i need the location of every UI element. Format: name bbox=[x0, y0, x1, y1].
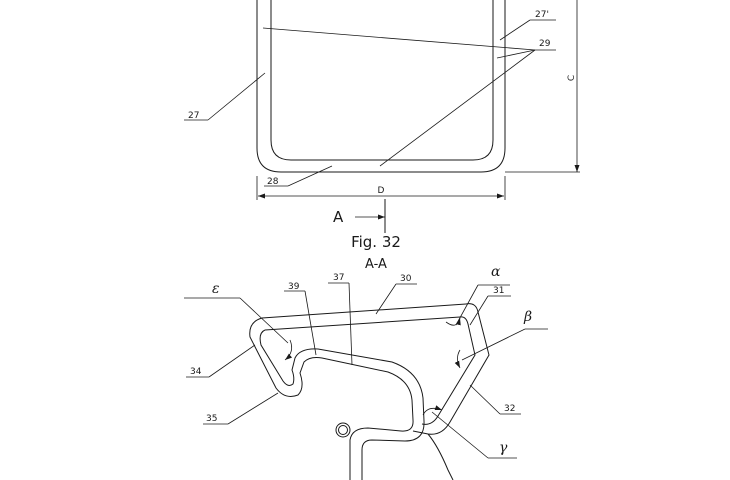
label-39: 39 bbox=[288, 282, 300, 292]
label-29: 29 bbox=[539, 39, 551, 49]
leader-30: 30 bbox=[375, 274, 417, 315]
label-37: 37 bbox=[333, 273, 344, 283]
top-wall-outer bbox=[261, 303, 467, 319]
profile-right-inner bbox=[421, 316, 476, 425]
label-27-prime: 27' bbox=[535, 10, 549, 20]
figure-caption: Fig. 32 bbox=[351, 233, 401, 251]
top-wall-inner bbox=[264, 316, 461, 331]
leader-32: 32 bbox=[469, 384, 521, 415]
inner-wall bbox=[270, 0, 494, 161]
leader-29: 29 bbox=[262, 27, 556, 167]
rect-profile bbox=[256, 0, 506, 173]
leader-35: 35 bbox=[203, 392, 279, 425]
angle-beta: β bbox=[461, 309, 548, 361]
leader-27: 27 bbox=[184, 72, 266, 121]
dimension-c: C bbox=[505, 0, 580, 173]
angle-alpha: α bbox=[455, 264, 510, 326]
profile-inner bbox=[259, 329, 425, 480]
leader-34: 34 bbox=[186, 344, 256, 378]
dim-d-label: D bbox=[378, 186, 385, 196]
angle-arcs bbox=[284, 317, 461, 416]
label-30: 30 bbox=[400, 274, 412, 284]
outer-wall bbox=[256, 0, 506, 173]
section-caption: A-A bbox=[365, 257, 387, 272]
leader-28: 28 bbox=[264, 165, 333, 187]
seal-bead-inner bbox=[338, 425, 348, 435]
section-arrow-label: A bbox=[333, 208, 344, 226]
dim-c-label: C bbox=[567, 75, 577, 81]
label-28: 28 bbox=[267, 177, 279, 187]
section-arrow-a: A bbox=[333, 199, 386, 233]
alpha-label: α bbox=[491, 264, 501, 280]
gamma-label: γ bbox=[499, 440, 508, 456]
profile-outer bbox=[249, 317, 414, 480]
epsilon-label: ε bbox=[212, 281, 220, 297]
profile-right-outer bbox=[412, 303, 490, 435]
angle-gamma: γ bbox=[431, 411, 517, 459]
seal-bead-outer bbox=[335, 422, 351, 438]
leader-39: 39 bbox=[284, 282, 317, 356]
angle-epsilon: ε bbox=[184, 281, 289, 344]
leader-31: 31 bbox=[469, 286, 511, 326]
label-35: 35 bbox=[206, 414, 217, 424]
leader-37: 37 bbox=[328, 273, 353, 366]
profile-lower-right bbox=[427, 433, 454, 480]
label-32: 32 bbox=[504, 404, 515, 414]
label-34: 34 bbox=[190, 367, 202, 377]
beta-label: β bbox=[523, 309, 532, 325]
leader-27-prime: 27' bbox=[499, 10, 556, 41]
label-31: 31 bbox=[493, 286, 504, 296]
section-profile bbox=[249, 303, 490, 480]
label-27: 27 bbox=[188, 111, 199, 121]
dimension-d: D bbox=[256, 176, 506, 200]
